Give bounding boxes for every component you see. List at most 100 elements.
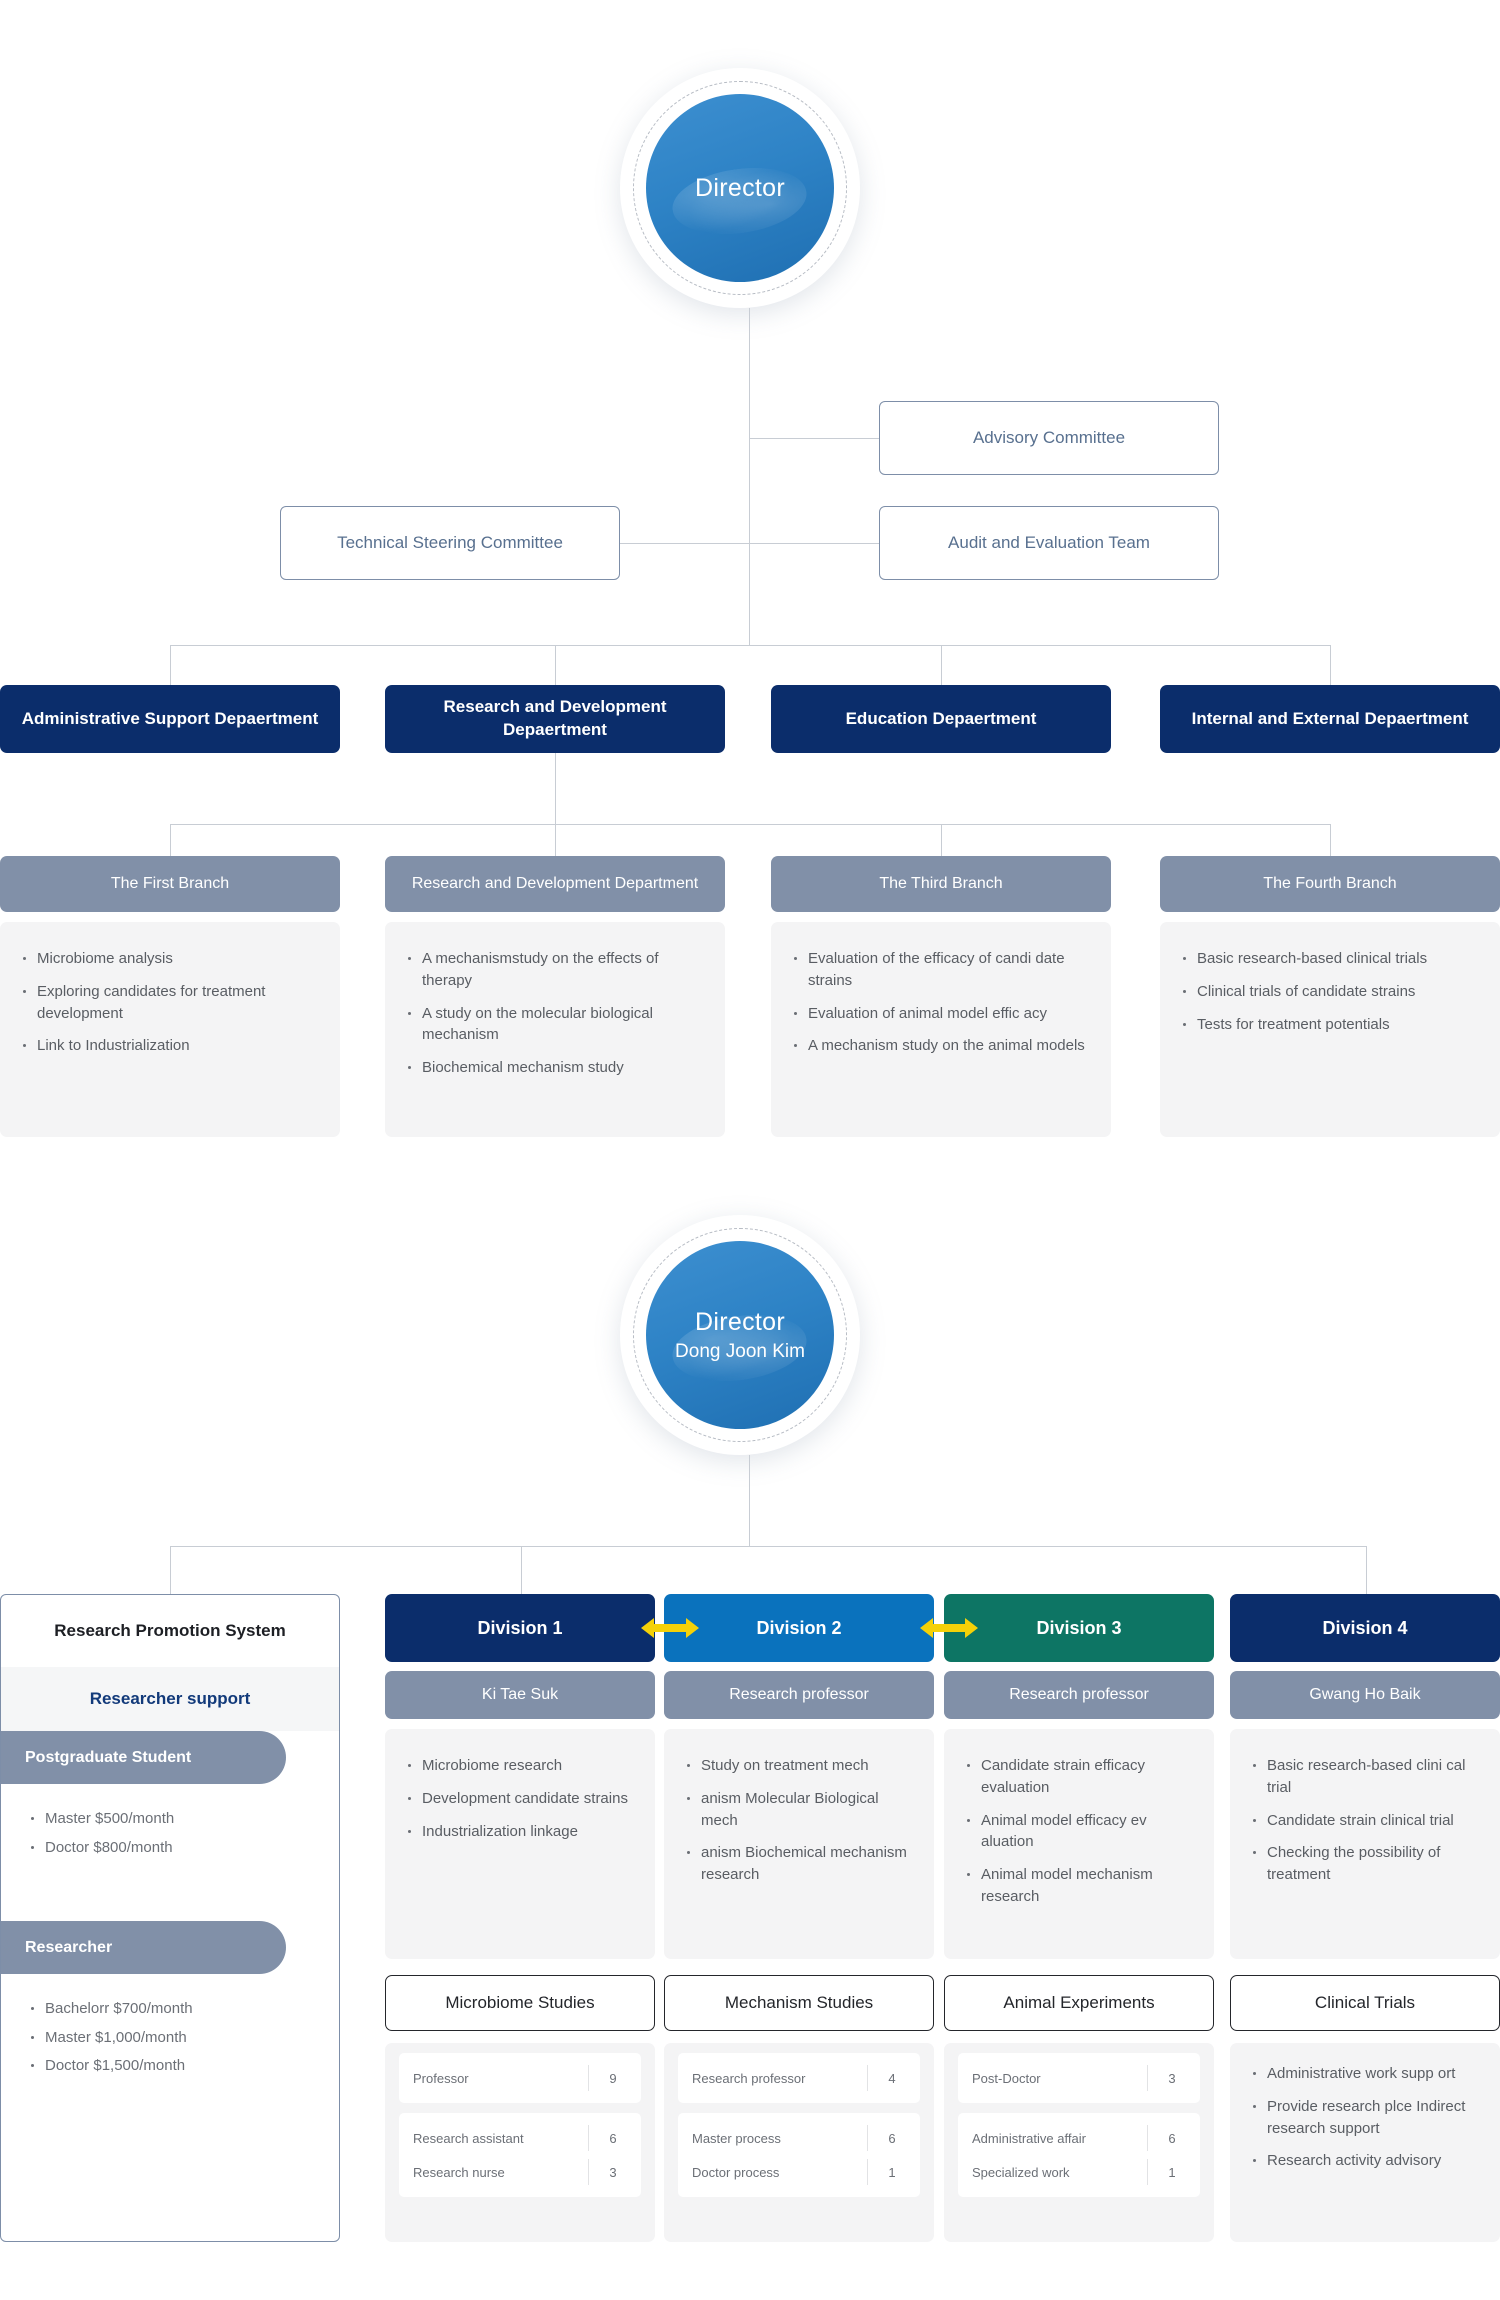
division-body-1: Microbiome research Development candidat… <box>385 1729 655 1959</box>
study-box-clinical[interactable]: Clinical Trials <box>1230 1975 1500 2031</box>
count-label: Research professor <box>692 2070 806 2086</box>
top-director-node: Director <box>620 68 860 308</box>
branch-header-research-development[interactable]: Research and Development Department <box>385 856 725 912</box>
list-item: Evaluation of the efficacy of candi date… <box>793 948 1089 992</box>
list-item: Animal model efficacy ev aluation <box>966 1810 1192 1854</box>
count-value: 6 <box>1168 2130 1176 2146</box>
director-circle: Director <box>646 94 834 282</box>
connector-branch-drop-3 <box>941 824 942 856</box>
branch-body-research-development: A mechanismstudy on the effects of thera… <box>385 922 725 1137</box>
list-item: Tests for treatment potentials <box>1182 1014 1478 1036</box>
arrow-divisions-1-2 <box>640 1612 700 1644</box>
table-row: Post-Doctor 3 <box>958 2061 1200 2095</box>
study-box-animal[interactable]: Animal Experiments <box>944 1975 1214 2031</box>
promotion-subtitle: Researcher support <box>1 1667 339 1731</box>
count-value: 3 <box>609 2164 617 2180</box>
department-box-internal-external[interactable]: Internal and External Depaertment <box>1160 685 1500 753</box>
connector-audit-stub <box>749 543 879 544</box>
division-list-3: Candidate strain efficacy evaluation Ani… <box>966 1755 1192 1908</box>
bottom-director-name: Dong Joon Kim <box>675 1340 805 1362</box>
connector-dept-drop-3 <box>941 645 942 685</box>
bottom-director-title: Director <box>695 1307 785 1336</box>
division-header-2[interactable]: Division 2 <box>664 1594 934 1662</box>
count-label: Specialized work <box>972 2164 1070 2180</box>
branch-list-third: Evaluation of the efficacy of candi date… <box>793 948 1089 1057</box>
list-item: Doctor $1,500/month <box>29 2055 339 2078</box>
count-label: Professor <box>413 2070 469 2086</box>
list-item: Link to Industrialization <box>22 1035 318 1057</box>
count-group: Master process 6 Doctor process 1 <box>678 2113 920 2197</box>
table-row: Research professor 4 <box>678 2061 920 2095</box>
count-value: 1 <box>1168 2164 1176 2180</box>
count-label: Post-Doctor <box>972 2070 1041 2086</box>
division-lead-3[interactable]: Research professor <box>944 1671 1214 1719</box>
row-divider <box>1147 2125 1148 2151</box>
study-box-microbiome[interactable]: Microbiome Studies <box>385 1975 655 2031</box>
division-header-1[interactable]: Division 1 <box>385 1594 655 1662</box>
count-label: Master process <box>692 2130 781 2146</box>
list-item: Doctor $800/month <box>29 1837 339 1860</box>
list-item: Basic research-based clinical trials <box>1182 948 1478 970</box>
count-label: Administrative affair <box>972 2130 1086 2146</box>
department-box-research-development[interactable]: Research and Development Depaertment <box>385 685 725 753</box>
branch-header-third[interactable]: The Third Branch <box>771 856 1111 912</box>
division-lead-1[interactable]: Ki Tae Suk <box>385 1671 655 1719</box>
study-box-mechanism[interactable]: Mechanism Studies <box>664 1975 934 2031</box>
table-row: Master process 6 <box>678 2121 920 2155</box>
list-item: Checking the possibility of treatment <box>1252 1842 1478 1886</box>
table-row: Research assistant 6 <box>399 2121 641 2155</box>
connector-branch-drop-2 <box>555 824 556 856</box>
list-item: A mechanismstudy on the effects of thera… <box>407 948 703 992</box>
list-item: Animal model mechanism research <box>966 1864 1192 1908</box>
count-value: 4 <box>888 2070 896 2086</box>
director-dashed-ring: Director <box>633 81 847 295</box>
connector-dept-drop-2 <box>555 645 556 685</box>
connector-division-drop-4 <box>1366 1546 1367 1594</box>
bottom-director-circle: Director Dong Joon Kim <box>646 1241 834 1429</box>
list-item: Study on treatment mech <box>686 1755 912 1777</box>
count-group: Administrative affair 6 Specialized work… <box>958 2113 1200 2197</box>
connector-branch-drop-1 <box>170 824 171 856</box>
division-lead-2[interactable]: Research professor <box>664 1671 934 1719</box>
count-group: Professor 9 <box>399 2053 641 2103</box>
clinical-trials-support-list: Administrative work supp ort Provide res… <box>1252 2063 1478 2172</box>
branch-header-fourth[interactable]: The Fourth Branch <box>1160 856 1500 912</box>
list-item: Exploring candidates for treatment devel… <box>22 981 318 1025</box>
division-header-3[interactable]: Division 3 <box>944 1594 1214 1662</box>
division-body-3: Candidate strain efficacy evaluation Ani… <box>944 1729 1214 1959</box>
list-item: Research activity advisory <box>1252 2150 1478 2172</box>
count-panel-microbiome: Professor 9 Research assistant 6 Researc… <box>385 2043 655 2242</box>
row-divider <box>1147 2159 1148 2185</box>
department-box-education[interactable]: Education Depaertment <box>771 685 1111 753</box>
row-divider <box>1147 2065 1148 2091</box>
list-item: Basic research-based clini cal trial <box>1252 1755 1478 1799</box>
connector-dept-drop-1 <box>170 645 171 685</box>
technical-steering-committee-box[interactable]: Technical Steering Committee <box>280 506 620 580</box>
promotion-pill-researcher[interactable]: Researcher <box>1 1921 286 1974</box>
list-item: Industrialization linkage <box>407 1821 633 1843</box>
advisory-committee-box[interactable]: Advisory Committee <box>879 401 1219 475</box>
division-header-4[interactable]: Division 4 <box>1230 1594 1500 1662</box>
audit-evaluation-team-box[interactable]: Audit and Evaluation Team <box>879 506 1219 580</box>
list-item: Microbiome analysis <box>22 948 318 970</box>
row-divider <box>588 2125 589 2151</box>
branch-body-fourth: Basic research-based clinical trials Cli… <box>1160 922 1500 1137</box>
connector-division-drop-1 <box>521 1546 522 1594</box>
division-lead-4[interactable]: Gwang Ho Baik <box>1230 1671 1500 1719</box>
promotion-pill-postgraduate[interactable]: Postgraduate Student <box>1 1731 286 1784</box>
list-item: Provide research plce Indirect research … <box>1252 2096 1478 2140</box>
branch-list-first: Microbiome analysis Exploring candidates… <box>22 948 318 1057</box>
connector-technical-stub <box>619 543 749 544</box>
row-divider <box>867 2065 868 2091</box>
count-label: Research assistant <box>413 2130 524 2146</box>
double-arrow-icon <box>920 1618 978 1638</box>
branch-header-first[interactable]: The First Branch <box>0 856 340 912</box>
count-panel-animal: Post-Doctor 3 Administrative affair 6 Sp… <box>944 2043 1214 2242</box>
division-body-4: Basic research-based clini cal trial Can… <box>1230 1729 1500 1959</box>
double-arrow-icon <box>641 1618 699 1638</box>
department-box-administrative[interactable]: Administrative Support Depaertment <box>0 685 340 753</box>
list-item: A mechanism study on the animal models <box>793 1035 1089 1057</box>
division-list-1: Microbiome research Development candidat… <box>407 1755 633 1842</box>
count-value: 6 <box>609 2130 617 2146</box>
